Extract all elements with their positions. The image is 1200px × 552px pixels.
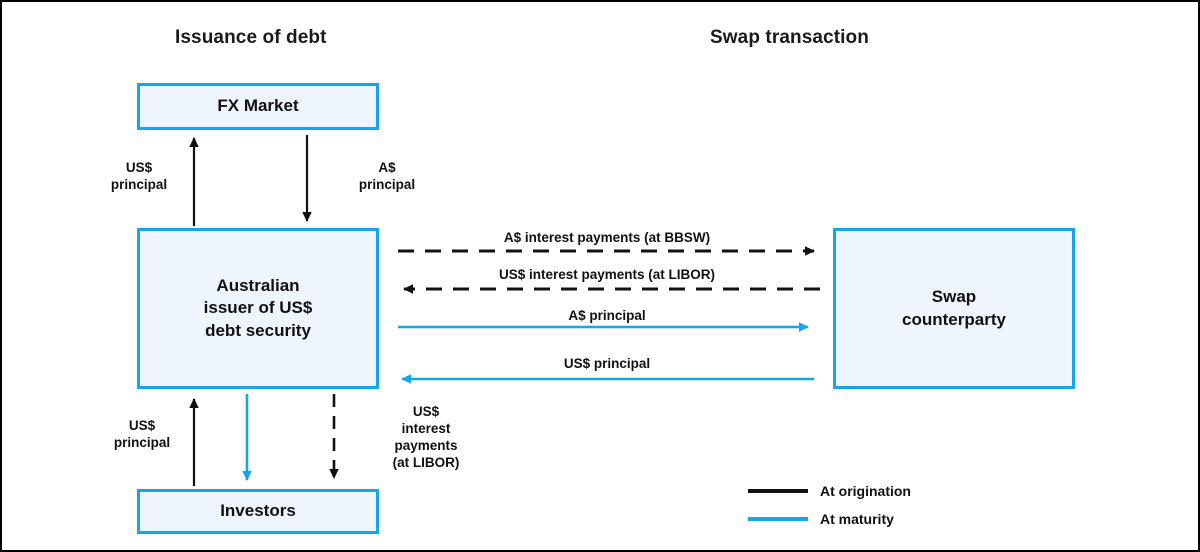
legend-label-at-maturity: At maturity [820,511,894,527]
node-investors: Investors [137,489,379,534]
legend-label-at-origination: At origination [820,483,911,499]
edge-label-aud-interest-bbsw: A$ interest payments (at BBSW) [503,230,711,245]
node-fx-market: FX Market [137,83,379,130]
edge-label-usd-principal-fx: US$ principal [110,160,168,192]
section-title-issuance: Issuance of debt [175,27,327,48]
node-australian-issuer: Australian issuer of US$ debt security [137,228,379,389]
edge-label-aud-principal-fx: A$ principal [358,160,416,192]
edge-label-usd-principal-swap: US$ principal [563,356,651,371]
edge-label-usd-principal-investors: US$ principal [113,418,171,450]
edge-label-usd-interest-libor: US$ interest payments (at LIBOR) [498,267,716,282]
edge-label-aud-principal-swap: A$ principal [568,308,646,323]
section-title-swap: Swap transaction [710,27,869,48]
edge-label-usd-interest-investors: US$ interest payments (at LIBOR) [392,404,460,470]
node-swap-counterparty: Swap counterparty [833,228,1075,389]
